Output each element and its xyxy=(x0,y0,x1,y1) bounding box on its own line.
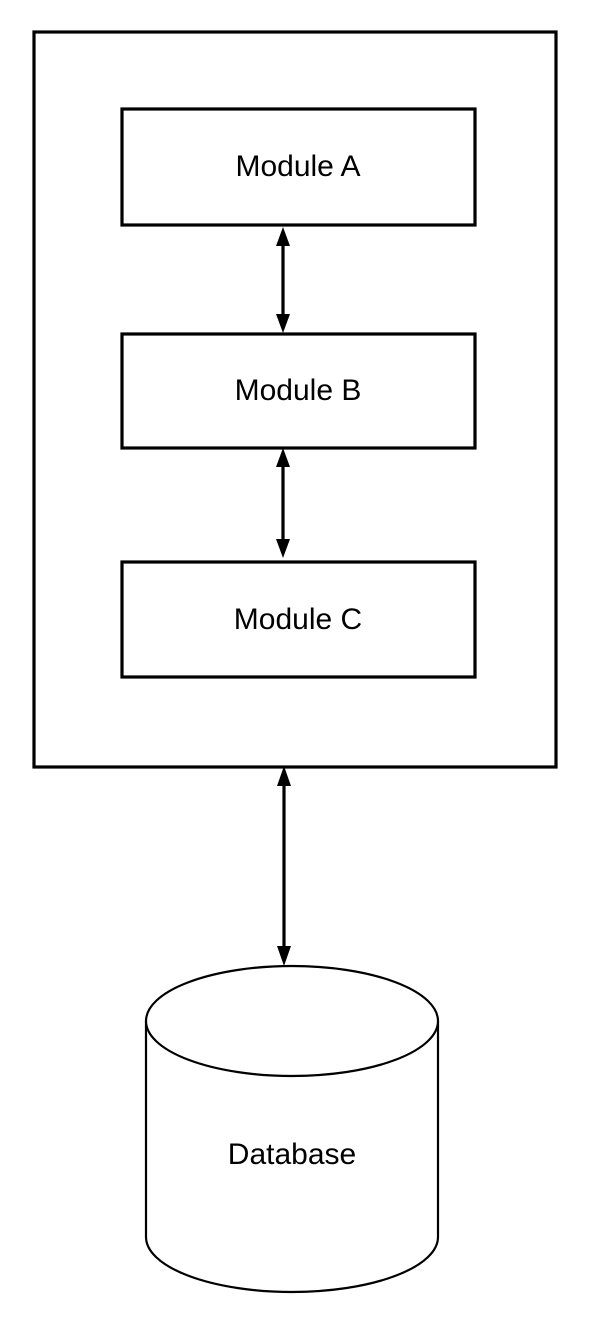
database-cylinder-top[interactable] xyxy=(144,964,440,1078)
connector-b-c-arrowhead-up xyxy=(276,448,290,467)
database-label: Database xyxy=(228,1138,356,1171)
connector-b-c-arrowhead-down xyxy=(276,539,290,558)
connector-a-b-arrowhead-up xyxy=(276,227,290,246)
module-a-box[interactable] xyxy=(120,107,477,227)
node-module-b[interactable]: Module B xyxy=(120,332,477,450)
connector-system-database-arrowhead-up xyxy=(277,766,291,786)
connector-a-b-arrowhead-down xyxy=(276,314,290,333)
module-c-box[interactable] xyxy=(120,560,477,679)
module-b-label: Module B xyxy=(235,374,362,407)
module-a-label: Module A xyxy=(235,150,360,183)
node-module-c[interactable]: Module C xyxy=(120,560,477,679)
node-module-a[interactable]: Module A xyxy=(120,107,477,227)
node-database[interactable]: Database xyxy=(144,964,440,1294)
module-c-label: Module C xyxy=(234,603,362,636)
module-b-box[interactable] xyxy=(120,332,477,450)
connector-module-b-module-c[interactable] xyxy=(276,448,290,558)
connector-system-database-arrowhead-down xyxy=(277,946,291,966)
database-cylinder-body[interactable] xyxy=(144,1019,440,1294)
connector-system-database[interactable] xyxy=(277,766,291,966)
connector-module-a-module-b[interactable] xyxy=(276,227,290,333)
